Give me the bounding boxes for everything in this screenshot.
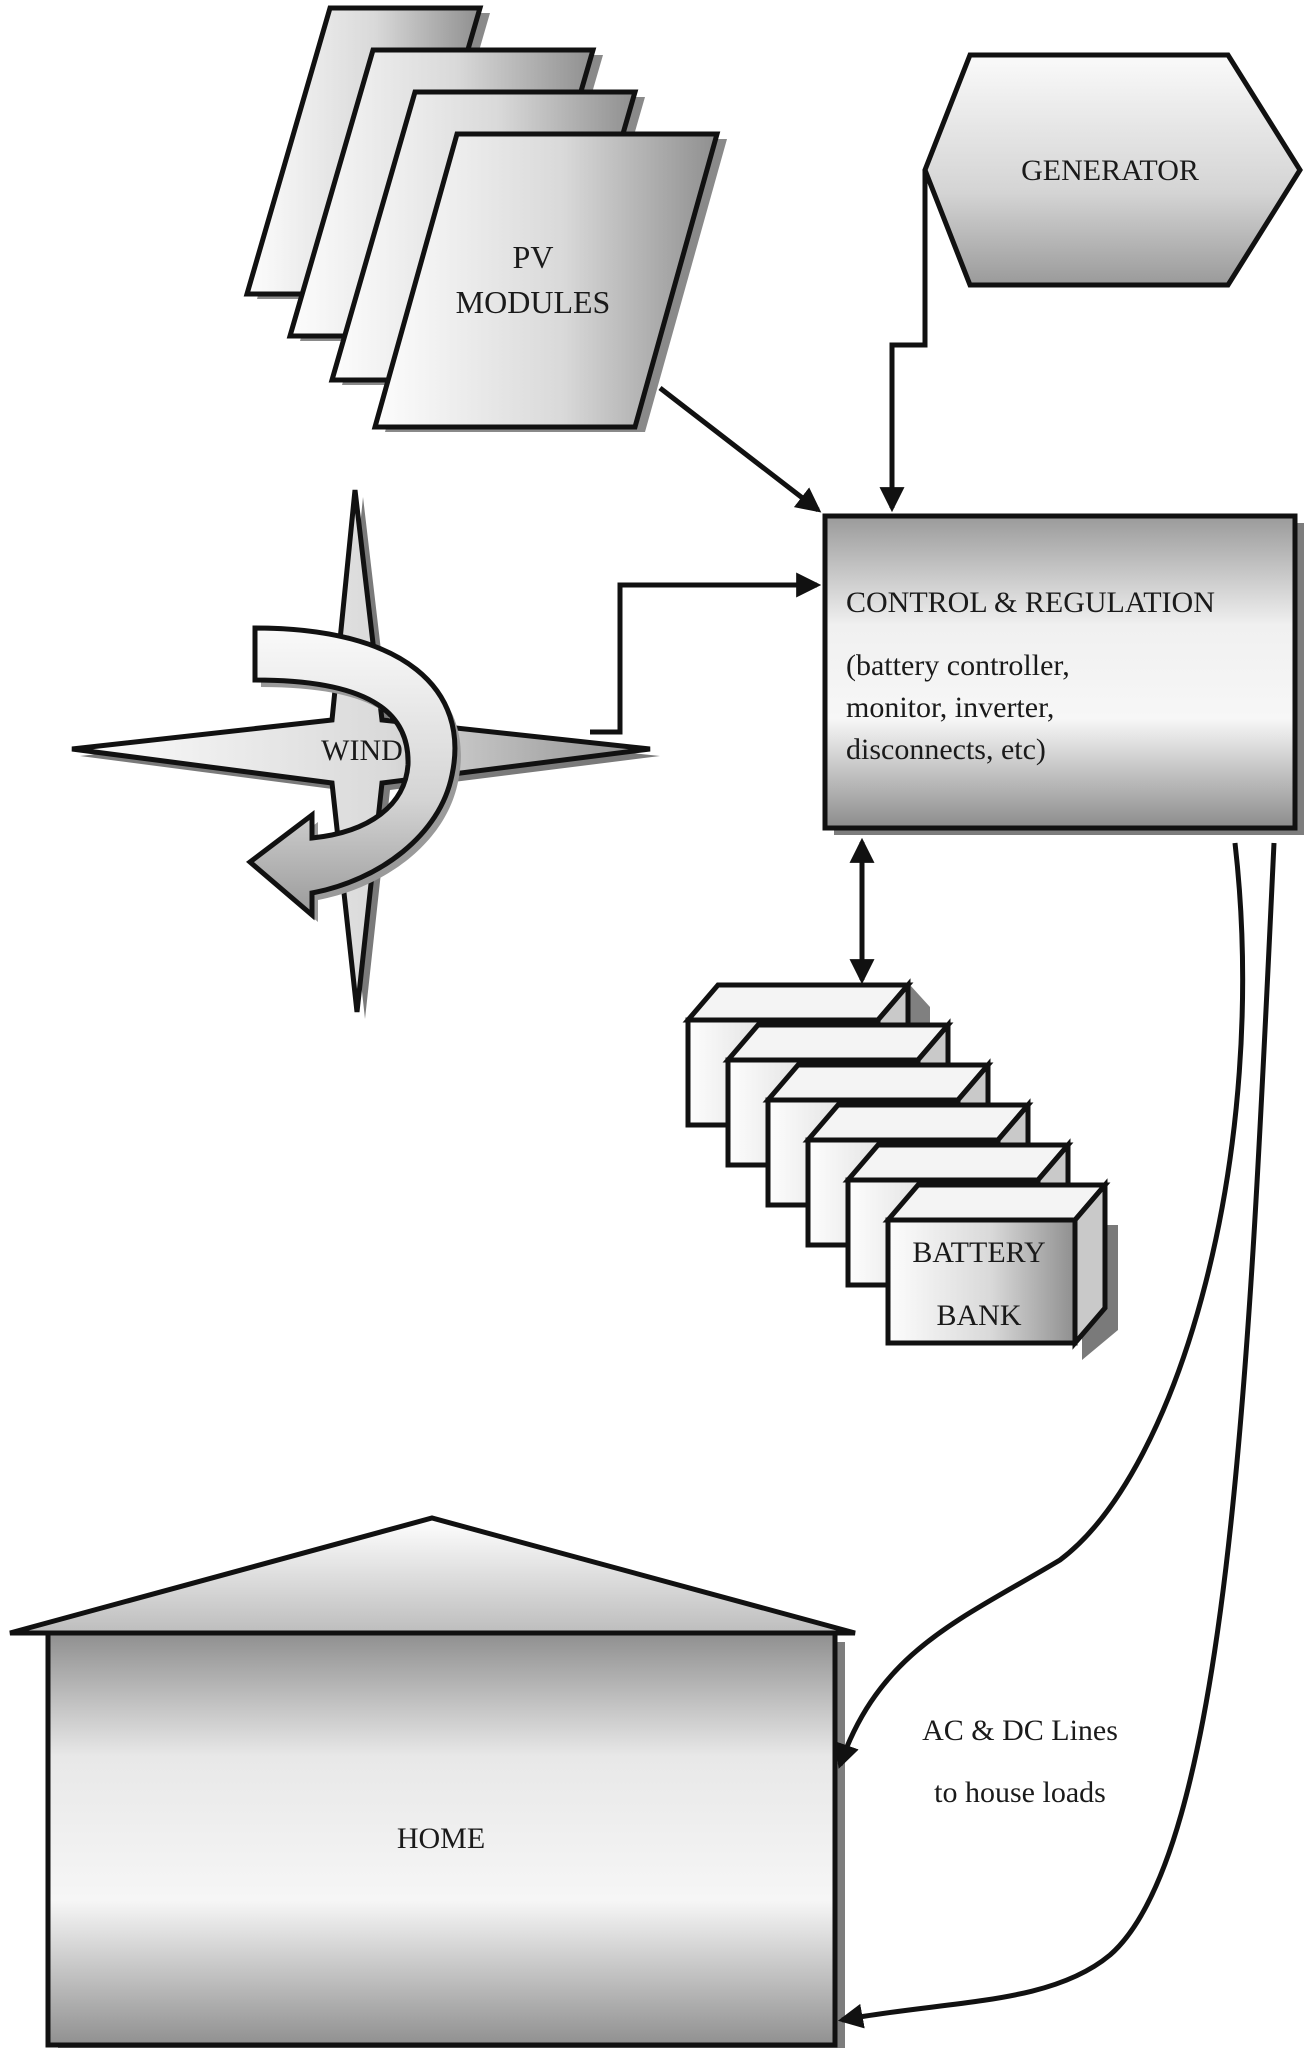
lines-note: AC & DC Lines to house loads	[922, 1714, 1118, 1809]
battery-label-line1: BATTERY	[912, 1236, 1045, 1269]
battery-bank: BATTERY BANK	[682, 978, 1118, 1360]
control-detail-line3: disconnects, etc)	[846, 733, 1046, 766]
generator: GENERATOR	[922, 52, 1303, 288]
pv-modules: PV MODULES	[243, 5, 727, 432]
ac-line-to-home	[835, 842, 1246, 1769]
lines-note-line1: AC & DC Lines	[922, 1714, 1118, 1747]
home-label: HOME	[397, 1822, 485, 1855]
battery-label-line2: BANK	[936, 1299, 1021, 1332]
pv-panel-front	[371, 131, 727, 432]
lines-note-line2: to house loads	[934, 1776, 1106, 1809]
home: HOME	[9, 1515, 856, 2048]
generator-label: GENERATOR	[1021, 154, 1199, 187]
control-title: CONTROL & REGULATION	[846, 586, 1215, 619]
control-detail-line2: monitor, inverter,	[846, 691, 1054, 724]
wind-label: WIND	[321, 734, 403, 767]
pv-to-control-arrow	[658, 386, 822, 513]
battery-cell-front	[882, 1178, 1118, 1360]
dc-line-to-home	[837, 842, 1277, 2029]
pv-modules-label-line1: PV	[513, 239, 554, 275]
control-regulation-box: CONTROL & REGULATION (battery controller…	[822, 513, 1304, 835]
connectors	[590, 170, 1277, 2029]
wind-to-control-arrow	[590, 572, 822, 735]
control-detail-line1: (battery controller,	[846, 649, 1070, 682]
wind-icon: WIND	[71, 489, 660, 1019]
generator-to-control-arrow	[879, 170, 928, 513]
pv-modules-label-line2: MODULES	[456, 284, 611, 320]
